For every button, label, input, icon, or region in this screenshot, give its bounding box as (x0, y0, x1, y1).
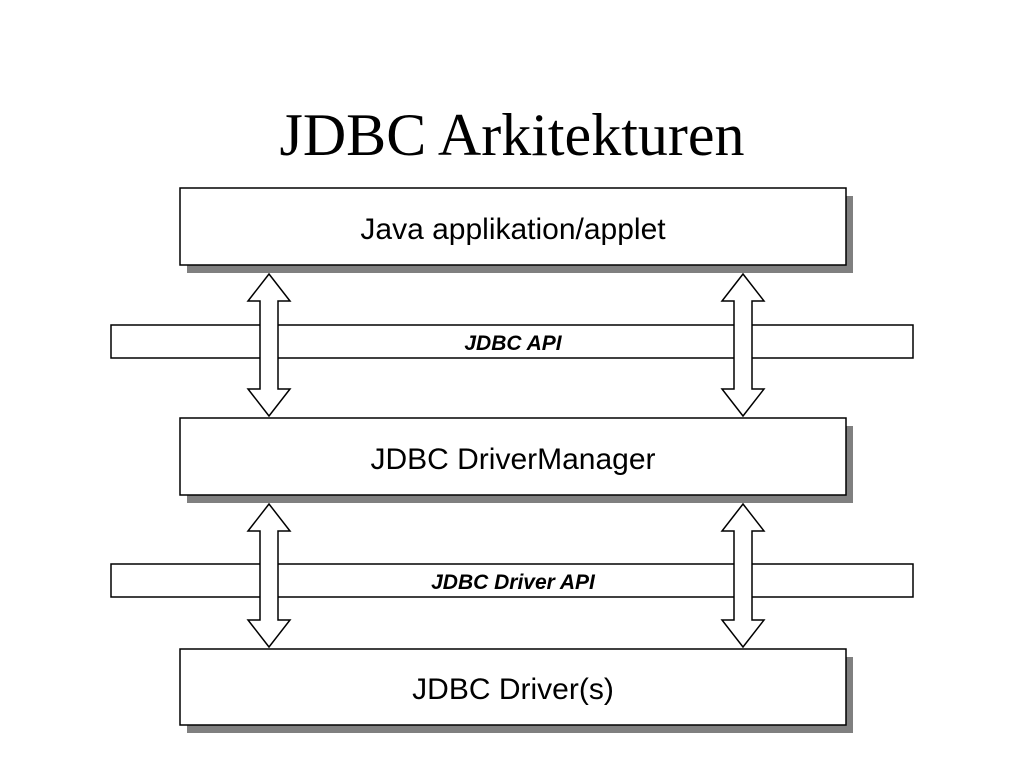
box-application-label: Java applikation/applet (360, 213, 666, 246)
band-jdbc-api-label: JDBC API (464, 332, 562, 355)
box-drivers-label: JDBC Driver(s) (412, 673, 614, 706)
box-driver-manager: JDBC DriverManager (179, 417, 853, 503)
band-jdbc-api (110, 324, 914, 359)
band-jdbc-driver-api-label: JDBC Driver API (431, 571, 596, 594)
slide-title: JDBC Arkitekturen (279, 102, 745, 168)
box-drivers: JDBC Driver(s) (179, 648, 853, 733)
box-driver-manager-frame (179, 417, 847, 496)
box-drivers-frame (179, 648, 847, 726)
box-application: Java applikation/applet (179, 187, 853, 273)
double-arrow-right-upper (720, 272, 766, 418)
double-arrow-right-lower (720, 502, 766, 649)
band-jdbc-driver-api-frame (110, 563, 914, 598)
box-application-frame (179, 187, 847, 266)
band-jdbc-driver-api (110, 563, 914, 598)
double-arrow-left-upper (246, 272, 292, 418)
band-jdbc-api-frame (110, 324, 914, 359)
double-arrow-left-lower (246, 502, 292, 649)
box-driver-manager-label: JDBC DriverManager (370, 443, 655, 476)
